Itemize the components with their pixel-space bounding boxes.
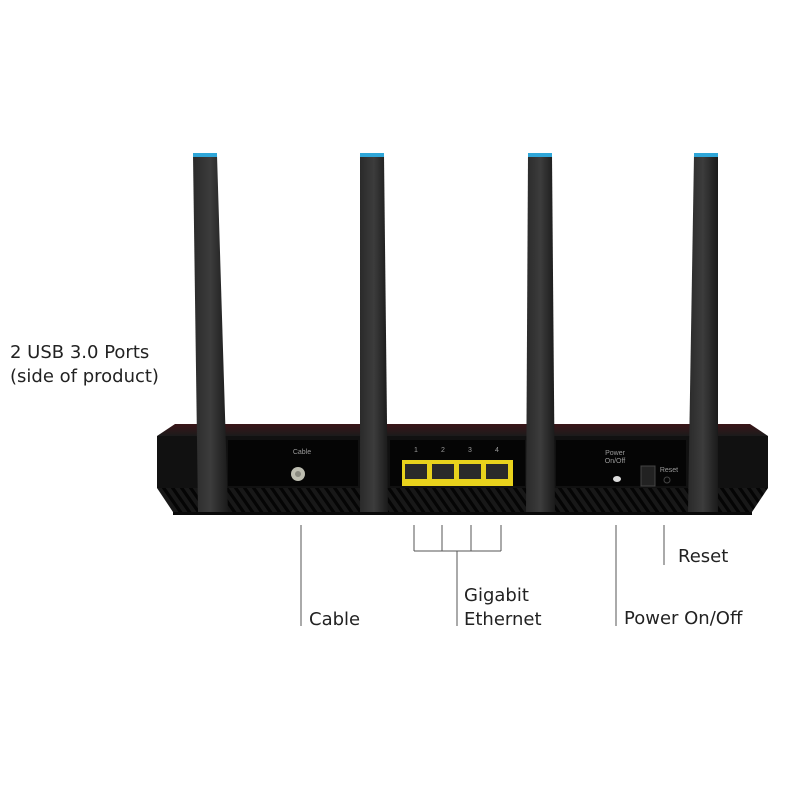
cable-callout: Cable [309, 609, 360, 630]
port-number: 1 [414, 447, 418, 454]
cable-port: Cable [291, 449, 311, 481]
usb-ports-callout-sub: (side of product) [10, 366, 159, 387]
ethernet-port-1: 1 [405, 447, 427, 479]
reset-label: Reset [660, 467, 678, 474]
ethernet-callout: Gigabit [464, 585, 529, 606]
power-label: Power [605, 450, 626, 457]
ethernet-port-2: 2 [432, 447, 454, 479]
antenna-2 [360, 153, 388, 512]
antennas [193, 153, 718, 512]
port-number: 4 [495, 447, 499, 454]
ethernet-bracket [413, 525, 502, 626]
power-callout: Power On/Off [624, 608, 743, 629]
port-number: 3 [468, 447, 472, 454]
ethernet-callout-2: Ethernet [464, 609, 542, 630]
power-area: Power On/Off Reset [605, 450, 678, 487]
dc-jack [640, 465, 656, 487]
reset-button-hole [663, 476, 671, 484]
ethernet-port-3: 3 [459, 447, 481, 479]
power-switch-icon [613, 476, 621, 482]
antenna-4 [688, 153, 718, 512]
ethernet-port-4: 4 [486, 447, 508, 479]
usb-ports-callout: 2 USB 3.0 Ports [10, 342, 149, 363]
ethernet-ports: 1 2 3 4 [402, 447, 513, 486]
cable-port-label: Cable [293, 449, 311, 456]
antenna-3 [526, 153, 555, 512]
port-number: 2 [441, 447, 445, 454]
reset-callout: Reset [678, 546, 728, 567]
power-label-2: On/Off [605, 458, 626, 465]
antenna-1 [193, 153, 228, 512]
